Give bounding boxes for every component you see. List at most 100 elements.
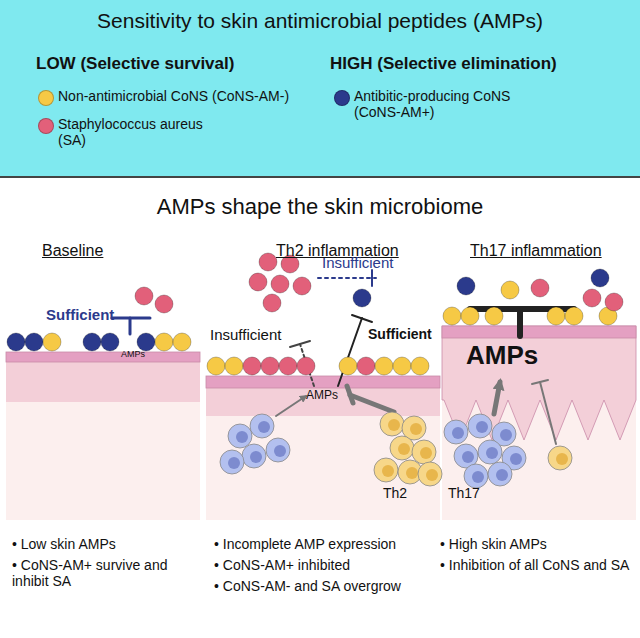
induction-arrow: [276, 396, 306, 416]
bacterium: [271, 275, 289, 293]
cell-nucleus: [510, 453, 522, 465]
annotation: Sufficient: [46, 306, 114, 323]
inhibition-line: [352, 315, 372, 322]
bullet-note: • Inhibition of all CoNS and SA: [440, 557, 629, 573]
cell-nucleus: [426, 469, 438, 481]
legend-swatch: [334, 90, 350, 106]
immune-cell: [266, 438, 290, 462]
cell-nucleus: [472, 471, 484, 483]
inhibition-line: [338, 318, 362, 386]
stratum-corneum: [206, 376, 440, 388]
bacterium: [207, 357, 225, 375]
cell-nucleus: [388, 419, 400, 431]
bacterium: [605, 293, 623, 311]
immune-cell: [488, 462, 512, 486]
immune-cell: [468, 414, 492, 438]
cells-and-bacteria: [7, 253, 623, 488]
cell-nucleus: [258, 421, 270, 433]
bacterium: [357, 357, 375, 375]
cell-nucleus: [406, 467, 418, 479]
bacterium: [249, 273, 267, 291]
bacterium: [173, 333, 191, 351]
immune-cell: [390, 436, 414, 460]
immune-cell: [242, 444, 266, 468]
bacterium: [155, 295, 173, 313]
dermis: [6, 352, 200, 520]
annotation: AMPs: [121, 349, 145, 359]
inhibition-line: [290, 341, 310, 347]
bacterium: [547, 307, 565, 325]
bacterium: [443, 307, 461, 325]
bacterium: [353, 289, 371, 307]
bacterium: [461, 307, 479, 325]
immune-cell: [228, 424, 252, 448]
annotation: AMPs: [466, 341, 538, 371]
induction-arrow: [494, 382, 500, 414]
bacterium: [83, 333, 101, 351]
cell-nucleus: [250, 451, 262, 463]
annotation: AMPs: [306, 389, 338, 403]
inhibition-line: [540, 382, 556, 444]
legend-text: Staphylococcus aureus (SA): [58, 116, 228, 148]
bacterium: [339, 357, 357, 375]
bacterium: [293, 277, 311, 295]
bacterium: [457, 277, 475, 295]
bullet-note: • Low skin AMPs: [12, 536, 202, 552]
bacterium: [137, 333, 155, 351]
immune-cell: [548, 446, 572, 470]
bacterium: [375, 357, 393, 375]
cell-nucleus: [274, 445, 286, 457]
cell-nucleus: [500, 429, 512, 441]
bacterium: [261, 357, 279, 375]
annotation: Insufficient: [322, 254, 393, 271]
epidermis: [206, 376, 440, 416]
inhibition-line: [129, 318, 132, 334]
cell-nucleus: [420, 447, 432, 459]
bacterium: [411, 357, 429, 375]
cell-nucleus: [476, 421, 488, 433]
cell-nucleus: [496, 469, 508, 481]
epidermis: [442, 326, 636, 440]
cell-nucleus: [382, 465, 394, 477]
bacterium: [565, 307, 583, 325]
legend-swatch: [38, 118, 54, 134]
cell-nucleus: [556, 453, 568, 465]
bacterium: [155, 333, 173, 351]
legend-text: Antibitic-producing CoNS (CoNS-AM+): [354, 88, 536, 120]
immune-cell: [380, 412, 404, 436]
legend-text: Non-antimicrobial CoNS (CoNS-AM-): [58, 88, 308, 104]
inhibition-line: [532, 380, 548, 384]
bacterium: [25, 333, 43, 351]
inhibition-line: [517, 311, 523, 336]
immune-cell: [220, 450, 244, 474]
immune-cell: [418, 462, 442, 486]
skin-layers: [6, 326, 636, 520]
inhibition-lines: [112, 270, 574, 444]
bacterium: [297, 357, 315, 375]
group-heading: HIGH (Selective elimination): [330, 54, 557, 74]
immune-cell: [464, 464, 488, 488]
bacterium: [225, 357, 243, 375]
bullet-note: • Incomplete AMP expression: [214, 536, 396, 552]
panel-heading: Baseline: [42, 242, 103, 260]
stratum-corneum: [6, 352, 200, 362]
bacterium: [263, 294, 281, 312]
bacterium: [135, 287, 153, 305]
inhibition-line: [347, 386, 353, 403]
epidermis: [6, 352, 200, 402]
cell-nucleus: [236, 431, 248, 443]
bullet-note: • High skin AMPs: [440, 536, 547, 552]
bacterium: [393, 357, 411, 375]
panel-heading: Th17 inflammation: [470, 242, 602, 260]
bullet-note: • CoNS-AM+ inhibited: [214, 557, 350, 573]
cell-nucleus: [452, 427, 464, 439]
immune-cell: [412, 440, 436, 464]
bacterium: [501, 281, 519, 299]
section-title: AMPs shape the skin microbiome: [0, 194, 640, 219]
inhibition-line: [350, 395, 394, 412]
cell-nucleus: [398, 443, 410, 455]
cell-nucleus: [486, 447, 498, 459]
legend-swatch: [38, 90, 54, 106]
bacterium: [259, 253, 277, 271]
dermis: [206, 376, 440, 520]
